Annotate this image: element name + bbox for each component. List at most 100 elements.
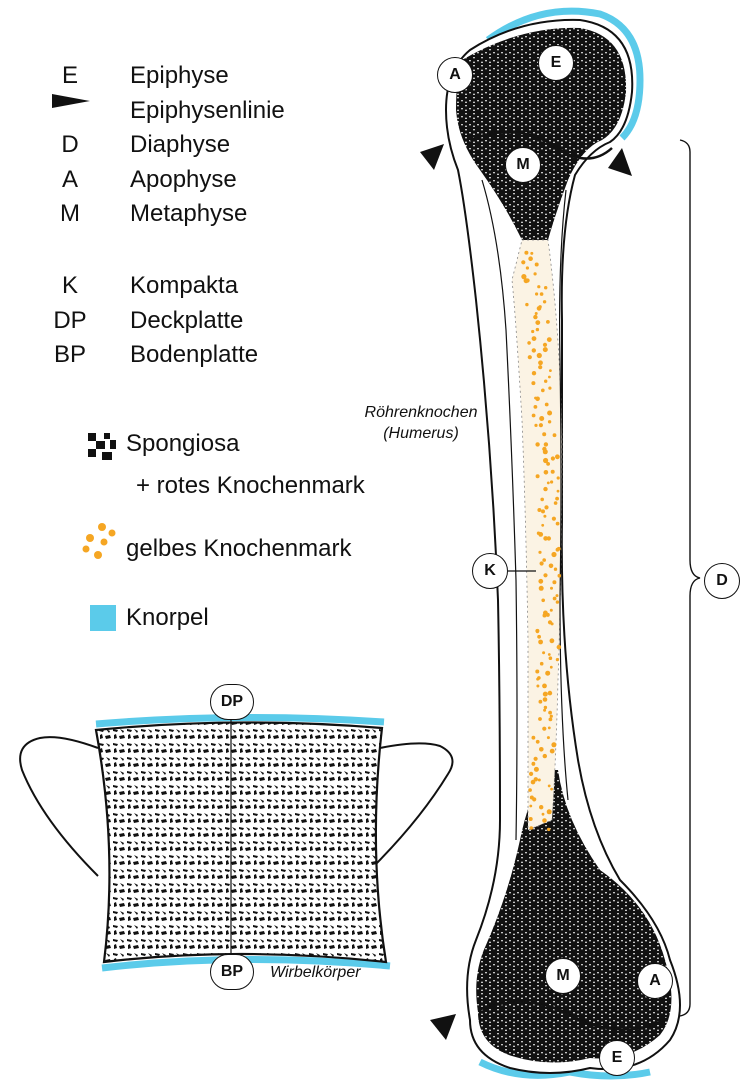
marrow-dot (536, 328, 539, 331)
marrow-dot (542, 727, 546, 731)
marrow-dot (548, 691, 553, 696)
marrow-dot (547, 536, 551, 540)
vertebra-process-left (20, 737, 98, 876)
marrow-dot (540, 292, 544, 296)
marrow-dot (534, 424, 537, 427)
marrow-dot (554, 501, 558, 505)
marrow-dot (531, 381, 535, 385)
marrow-dot (556, 522, 560, 526)
vertebral-body (96, 722, 386, 962)
marrow-dot (541, 509, 545, 513)
marrow-dot (530, 826, 534, 830)
marrow-dot (544, 286, 547, 289)
marrow-dot (526, 266, 529, 269)
marrow-dot (548, 387, 551, 390)
marrow-dot (528, 256, 533, 261)
legend-term-epiphysenlinie: Epiphysenlinie (130, 97, 285, 125)
marrow-dot (547, 828, 550, 831)
marrow-dot (544, 706, 547, 709)
callout-e-top: E (538, 45, 574, 81)
marrow-dot (539, 700, 543, 704)
marrow-dot (539, 416, 544, 421)
vertebra-caption: Wirbelkörper (270, 964, 400, 982)
humerus-caption-line1: Röhrenknochen (336, 404, 506, 422)
marrow-dot (538, 551, 541, 554)
legend-term-epiphyse: Epiphyse (130, 62, 229, 90)
marrow-dot (550, 587, 553, 590)
spongiosa-swatch (88, 433, 116, 461)
marrow-dot (541, 599, 545, 603)
marrow-dot (536, 630, 539, 633)
marrow-dot (548, 653, 551, 656)
marrow-dot (543, 343, 547, 347)
marrow-dot (537, 532, 540, 535)
marrow-dot (540, 662, 544, 666)
legend-term-deckplatte: Deckplatte (130, 307, 243, 335)
callout-k: K (472, 553, 508, 589)
marrow-dot (538, 717, 542, 721)
marrow-dot (534, 397, 537, 400)
marrow-dot (538, 365, 542, 369)
marrow-dot (530, 252, 533, 255)
marrow-dot (535, 263, 539, 267)
marrow-dot (550, 749, 555, 754)
marrow-dot (542, 558, 546, 562)
marrow-dot (544, 505, 548, 509)
marrow-dot (541, 389, 545, 393)
legend-abbr-m: M (40, 200, 100, 228)
diaphysis-bracket (680, 140, 700, 1016)
marrow-dot (557, 490, 560, 493)
marrow-dot (550, 715, 553, 718)
marrow-dot (550, 788, 553, 791)
marrow-dot (544, 470, 549, 475)
marrow-dot (534, 767, 539, 772)
marrow-dot (542, 447, 546, 451)
marrow-dot (556, 594, 559, 597)
marrow-dot (532, 348, 536, 352)
marrow-dot (532, 414, 536, 418)
marrow-dot (549, 564, 554, 569)
marrow-dot (547, 482, 550, 485)
marrow-dot (548, 727, 551, 730)
marrow-dot (557, 645, 562, 650)
callout-dp: DP (210, 684, 254, 720)
legend-abbr-a: A (40, 166, 100, 194)
marrow-dot (555, 454, 560, 459)
callout-bp: BP (210, 954, 254, 990)
legend-abbr-e: E (40, 62, 100, 90)
marrow-dot (529, 805, 532, 808)
marrow-dot (550, 666, 553, 669)
marrow-dot (537, 635, 541, 639)
marrow-dot (545, 403, 549, 407)
marrow-dot (536, 740, 540, 744)
marrow-dot (555, 497, 559, 501)
marrow-dot (551, 742, 556, 747)
marrow-dot (543, 347, 548, 352)
marrow-dot (536, 474, 540, 478)
marrow-dot (537, 508, 541, 512)
marrow-dot (526, 278, 530, 282)
callout-a-top: A (437, 57, 473, 93)
marrow-dot (546, 320, 550, 324)
callout-d: D (704, 563, 740, 599)
marrow-dot (527, 341, 531, 345)
marrow-dot (553, 433, 557, 437)
marrow-dot (538, 579, 543, 584)
marrow-dot (536, 685, 539, 688)
marrow-dot (549, 369, 552, 372)
humerus-caption-line2: (Humerus) (336, 425, 506, 443)
marrow-dot (551, 456, 555, 460)
marrow-dot (538, 779, 541, 782)
legend-term-metaphyse: Metaphyse (130, 200, 247, 228)
marrow-dot (548, 785, 551, 788)
legend-term-diaphyse: Diaphyse (130, 131, 230, 159)
vertebra-drawing (20, 702, 452, 968)
legend-term-kompakta: Kompakta (130, 272, 238, 300)
marrow-dot (552, 517, 556, 521)
marrow-dot (533, 315, 537, 319)
marrow-dot (543, 300, 546, 303)
marrow-dot (543, 573, 547, 577)
marrow-dot (548, 420, 551, 423)
yellow-marrow-swatch (83, 523, 116, 559)
marrow-dot (541, 524, 544, 527)
